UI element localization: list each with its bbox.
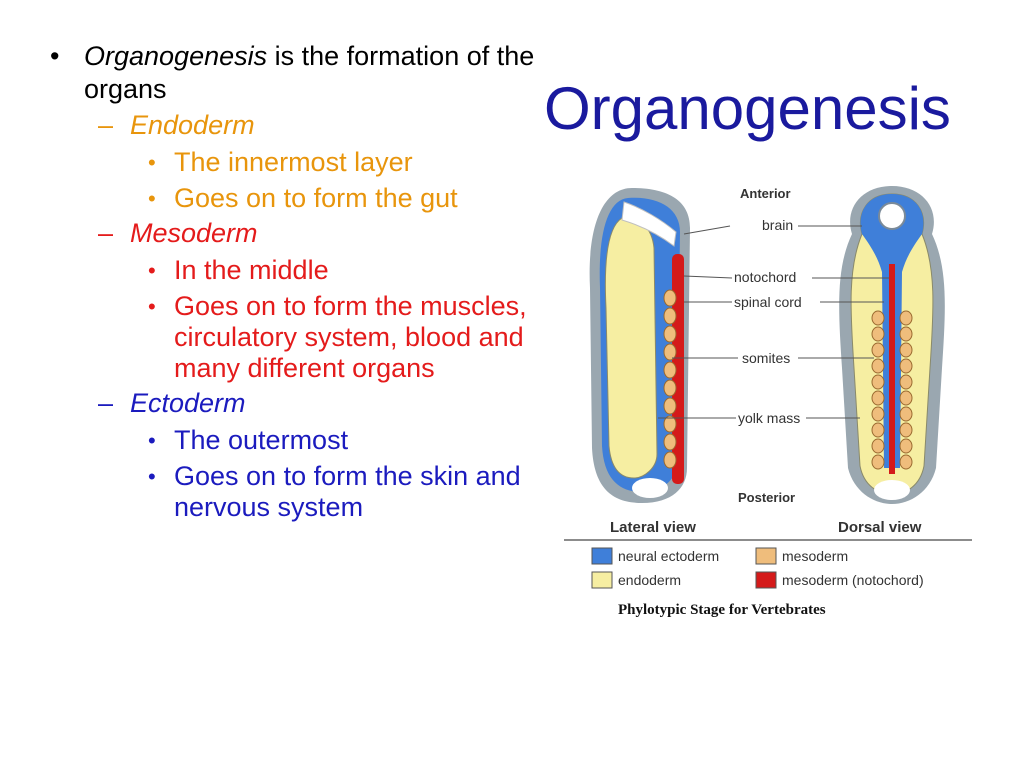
legend-mesoderm: mesoderm <box>782 548 848 564</box>
legend-neural-ectoderm: neural ectoderm <box>618 548 719 564</box>
point-text: In the middle <box>174 255 329 285</box>
point-text: Goes on to form the gut <box>174 183 458 213</box>
embryo-diagram: Anterior brain notochord spinal cord som… <box>564 186 972 618</box>
lateral-view-label: Lateral view <box>610 519 696 536</box>
legend-swatch-neural-ectoderm <box>591 547 613 565</box>
intro-term: Organogenesis <box>84 41 268 71</box>
figure-caption: Phylotypic Stage for Vertebrates <box>618 602 826 618</box>
leader-lines <box>658 225 889 419</box>
point: •Goes on to form the gut <box>148 183 458 213</box>
point-text: The outermost <box>174 425 349 455</box>
dash: – <box>98 110 114 140</box>
point: •In the middle <box>148 255 329 285</box>
legend-swatch-mesoderm <box>755 547 777 565</box>
bullet-list: • Organogenesis is the formation of the … <box>40 40 560 523</box>
point: •Goes on to form the skin and nervous sy… <box>148 461 521 522</box>
lateral-somites <box>663 289 677 469</box>
posterior-label: Posterior <box>738 490 795 505</box>
point-text: The innermost layer <box>174 147 413 177</box>
layer-endoderm: – Endoderm <box>40 109 560 142</box>
legend-endoderm: endoderm <box>618 572 681 588</box>
yolk-mass-label: yolk mass <box>738 410 800 426</box>
layer-name: Mesoderm <box>130 218 258 248</box>
slide-title: Organogenesis <box>544 75 951 142</box>
dorsal-view-embryo <box>839 186 945 504</box>
legend-notochord: mesoderm (notochord) <box>782 572 924 588</box>
intro-text: is the formation of the organs <box>84 41 535 104</box>
brain-label: brain <box>762 217 793 233</box>
dash: – <box>98 388 114 418</box>
point-text: Goes on to form the skin and nervous sys… <box>174 461 521 522</box>
point-text: Goes on to form the muscles, circulatory… <box>174 291 527 383</box>
anterior-label: Anterior <box>740 186 791 201</box>
notochord-label: notochord <box>734 269 796 285</box>
point: •The innermost layer <box>148 147 413 177</box>
dorsal-view-label: Dorsal view <box>838 519 922 536</box>
dash: – <box>98 218 114 248</box>
layer-ectoderm: – Ectoderm <box>40 387 560 420</box>
point: •Goes on to form the muscles, circulator… <box>148 291 527 383</box>
lateral-view-embryo <box>589 188 690 503</box>
layer-mesoderm: – Mesoderm <box>40 217 560 250</box>
bullet-dot: • <box>50 41 60 71</box>
layer-name: Ectoderm <box>130 388 246 418</box>
layer-name: Endoderm <box>130 110 255 140</box>
point: •The outermost <box>148 425 349 455</box>
somites-label: somites <box>742 350 790 366</box>
legend-swatch-notochord <box>755 571 777 589</box>
dorsal-somites <box>871 310 913 470</box>
legend-swatch-endoderm <box>591 571 613 589</box>
legend: neural ectoderm endoderm mesoderm mesode… <box>591 547 924 589</box>
intro-bullet: • Organogenesis is the formation of the … <box>40 40 560 106</box>
spinal-cord-label: spinal cord <box>734 294 802 310</box>
